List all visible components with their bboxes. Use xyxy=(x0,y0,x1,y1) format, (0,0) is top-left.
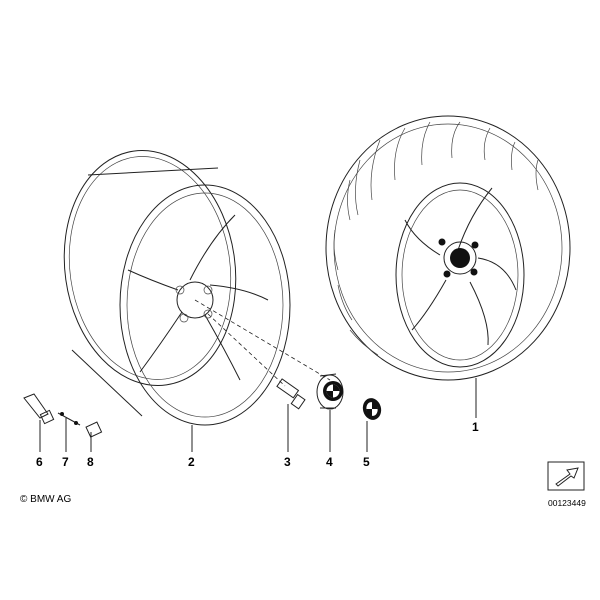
complete-wheel-assembly xyxy=(325,115,571,381)
assembly-line-bolt xyxy=(207,313,286,387)
wheel-bolt xyxy=(276,378,306,410)
valve xyxy=(23,393,55,425)
callout-8: 8 xyxy=(87,455,94,469)
arrow-icon xyxy=(547,461,585,491)
callout-2: 2 xyxy=(188,455,195,469)
callout-7: 7 xyxy=(62,455,69,469)
callout-3: 3 xyxy=(284,455,291,469)
hub-cap xyxy=(316,373,344,410)
callout-6: 6 xyxy=(36,455,43,469)
valve-insert xyxy=(57,412,81,426)
callout-5: 5 xyxy=(363,455,370,469)
bmw-roundel-icon xyxy=(323,381,343,401)
copyright-text: © BMW AG xyxy=(20,494,72,505)
callout-4: 4 xyxy=(326,455,333,469)
assembly-line-hub xyxy=(194,299,331,381)
leader-lines xyxy=(39,378,477,452)
emblem xyxy=(362,398,382,420)
alloy-rim xyxy=(63,150,291,426)
valve-cap xyxy=(85,421,103,438)
document-number: 00123449 xyxy=(548,498,586,508)
callout-1: 1 xyxy=(472,420,479,434)
